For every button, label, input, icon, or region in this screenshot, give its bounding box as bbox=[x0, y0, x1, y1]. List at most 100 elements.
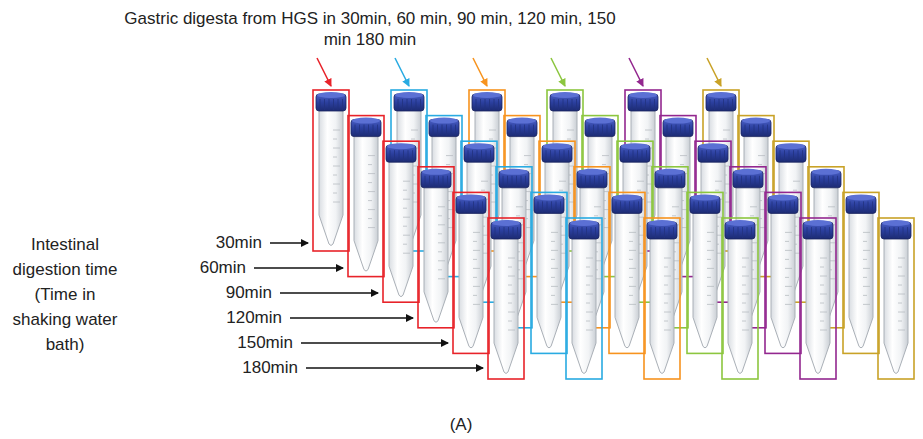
graduation-mark bbox=[723, 130, 730, 131]
cap-ridge bbox=[559, 150, 560, 161]
cap-ridge bbox=[641, 99, 642, 110]
cap-ridge bbox=[681, 176, 682, 187]
column-frame bbox=[800, 218, 836, 379]
graduation-mark bbox=[707, 286, 714, 287]
graduation-mark bbox=[863, 259, 867, 260]
cap-ridge bbox=[611, 125, 612, 136]
cap-ridge bbox=[442, 125, 443, 136]
tube-body bbox=[650, 238, 674, 374]
cap-top bbox=[586, 118, 614, 124]
cap-top bbox=[699, 143, 727, 149]
cap-ridge bbox=[507, 176, 508, 187]
row-label: 30min bbox=[216, 232, 262, 253]
graduation-mark bbox=[707, 232, 714, 233]
graduation-mark bbox=[508, 303, 512, 304]
cap-ridge bbox=[798, 150, 799, 161]
graduation-mark bbox=[898, 276, 905, 277]
cap-ridge bbox=[416, 99, 417, 110]
cap-ridge bbox=[723, 99, 724, 110]
cap-ridge bbox=[572, 99, 573, 110]
graduation-mark bbox=[586, 303, 590, 304]
cap-ridge bbox=[719, 99, 720, 110]
cap-ridge bbox=[885, 227, 886, 238]
cap-ridge bbox=[616, 201, 617, 212]
cap-ridge bbox=[560, 201, 561, 212]
cap-ridge bbox=[486, 150, 487, 161]
cap-top bbox=[664, 118, 692, 124]
graduation-mark bbox=[742, 276, 749, 277]
graduation-mark bbox=[508, 330, 515, 331]
cap-ridge bbox=[807, 227, 808, 238]
graduation-mark bbox=[898, 258, 905, 259]
cap-ridge bbox=[660, 227, 661, 238]
cap-ridge bbox=[513, 227, 514, 238]
pointer-arrow bbox=[707, 58, 721, 86]
cap-ridge bbox=[854, 201, 855, 212]
cap-ridge bbox=[872, 201, 873, 212]
cap-ridge bbox=[729, 227, 730, 238]
cap-ridge bbox=[425, 176, 426, 187]
graduation-mark bbox=[489, 130, 496, 131]
graduation-mark bbox=[898, 294, 905, 295]
cap-ridge bbox=[785, 201, 786, 212]
graduation-mark bbox=[707, 268, 714, 269]
graduation-mark bbox=[680, 164, 684, 165]
cap-top bbox=[492, 220, 520, 226]
cap-ridge bbox=[720, 150, 721, 161]
graduation-mark bbox=[629, 304, 636, 305]
cap-ridge bbox=[373, 125, 374, 136]
cap-ridge bbox=[320, 99, 321, 110]
graduation-mark bbox=[742, 303, 746, 304]
cap-ridge bbox=[837, 176, 838, 187]
graduation-mark bbox=[742, 312, 749, 313]
graduation-mark bbox=[551, 304, 558, 305]
cap-ridge bbox=[702, 150, 703, 161]
tube-body bbox=[693, 212, 717, 348]
cap-ridge bbox=[494, 99, 495, 110]
cap-ridge bbox=[564, 150, 565, 161]
cap-ridge bbox=[394, 150, 395, 161]
column-frame bbox=[609, 192, 645, 353]
graduation-mark bbox=[333, 139, 337, 140]
graduation-mark bbox=[368, 173, 375, 174]
cap-ridge bbox=[558, 99, 559, 110]
cap-ridge bbox=[489, 99, 490, 110]
figure-caption: (A) bbox=[450, 414, 473, 435]
cap-ridge bbox=[710, 99, 711, 110]
cap-ridge bbox=[468, 150, 469, 161]
graduation-mark bbox=[863, 232, 870, 233]
cap-ridge bbox=[473, 201, 474, 212]
graduation-mark bbox=[863, 295, 867, 296]
cap-ridge bbox=[398, 99, 399, 110]
row-arrow bbox=[254, 267, 343, 268]
column-frame bbox=[722, 218, 758, 379]
row-arrow bbox=[280, 292, 378, 293]
cap-ridge bbox=[742, 227, 743, 238]
cap-ridge bbox=[504, 227, 505, 238]
cap-top bbox=[847, 194, 875, 200]
graduation-mark bbox=[551, 232, 558, 233]
graduation-mark bbox=[750, 215, 754, 216]
graduation-mark bbox=[551, 295, 555, 296]
cap-ridge bbox=[603, 176, 604, 187]
graduation-mark bbox=[333, 166, 340, 167]
tube-body bbox=[494, 238, 518, 374]
cap-ridge bbox=[794, 201, 795, 212]
cap-ridge bbox=[646, 150, 647, 161]
graduation-mark bbox=[567, 139, 571, 140]
graduation-mark bbox=[551, 259, 555, 260]
cap-ridge bbox=[464, 201, 465, 212]
cap-top bbox=[613, 194, 641, 200]
graduation-mark bbox=[898, 330, 905, 331]
cap-top bbox=[804, 220, 832, 226]
cap-ridge bbox=[811, 227, 812, 238]
cap-ridge bbox=[738, 227, 739, 238]
tube-body bbox=[771, 212, 795, 348]
graduation-mark bbox=[602, 164, 606, 165]
column-frame bbox=[765, 192, 801, 353]
cap-top bbox=[535, 194, 563, 200]
cap-ridge bbox=[595, 227, 596, 238]
cap-ridge bbox=[499, 227, 500, 238]
graduation-mark bbox=[742, 330, 749, 331]
